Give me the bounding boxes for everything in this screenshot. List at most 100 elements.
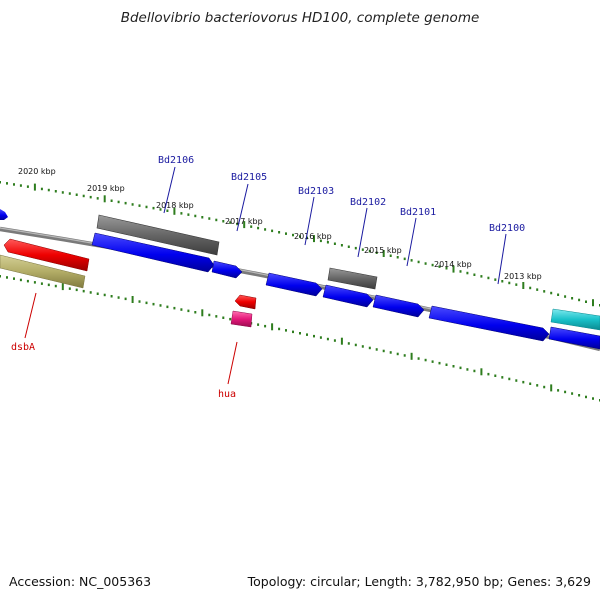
gene-feature-cyan[interactable] xyxy=(550,308,600,331)
minor-tick xyxy=(438,265,441,268)
minor-tick xyxy=(536,288,539,291)
gene-arrow-bd2103[interactable] xyxy=(265,272,323,297)
outer-tick-track xyxy=(0,181,600,307)
gene-arrow-dsbA[interactable] xyxy=(3,238,90,272)
minor-tick xyxy=(180,308,183,311)
minor-tick xyxy=(487,276,490,280)
gene-arrow-bd2106[interactable] xyxy=(91,232,215,273)
minor-tick xyxy=(166,209,169,212)
minor-tick xyxy=(480,275,483,278)
major-tick xyxy=(201,309,204,317)
minor-tick xyxy=(257,323,260,326)
minor-tick xyxy=(96,292,99,295)
minor-tick xyxy=(389,254,392,257)
major-tick xyxy=(410,352,413,360)
minor-tick xyxy=(326,241,329,244)
minor-tick xyxy=(285,232,287,235)
gene-label-bd2102[interactable]: Bd2102 xyxy=(350,197,386,208)
gene-label-dsbA[interactable]: dsbA xyxy=(11,342,35,353)
minor-tick xyxy=(417,357,420,360)
minor-tick xyxy=(54,190,57,193)
minor-tick xyxy=(208,217,211,220)
gene-label-bd2103[interactable]: Bd2103 xyxy=(298,186,334,197)
minor-tick xyxy=(466,368,469,371)
minor-tick xyxy=(431,360,434,363)
gene-arrow-hua[interactable] xyxy=(234,294,257,310)
minor-tick xyxy=(180,212,183,215)
minor-tick xyxy=(347,342,350,345)
minor-tick xyxy=(215,315,218,318)
gene-feature-gray[interactable] xyxy=(327,267,378,290)
minor-tick xyxy=(529,382,532,385)
minor-tick xyxy=(222,316,225,319)
minor-tick xyxy=(306,333,308,336)
minor-tick xyxy=(354,343,357,347)
minor-tick xyxy=(382,349,385,353)
minor-tick xyxy=(306,236,308,240)
kbp-label: 2020 kbp xyxy=(18,167,56,176)
minor-tick xyxy=(424,358,427,362)
minor-tick xyxy=(152,302,155,306)
minor-tick xyxy=(494,374,497,377)
gene-arrow-bd2101[interactable] xyxy=(372,294,425,318)
kbp-label: 2014 kbp xyxy=(434,260,472,269)
gene-label-bd2106[interactable]: Bd2106 xyxy=(158,155,194,166)
inner-tick-track xyxy=(0,275,600,402)
major-tick xyxy=(452,265,455,273)
minor-tick xyxy=(250,225,253,228)
minor-tick xyxy=(375,348,378,351)
minor-tick xyxy=(82,289,85,293)
minor-tick xyxy=(417,260,420,264)
minor-tick xyxy=(236,222,239,226)
major-tick xyxy=(340,337,343,345)
gene-arrow-bd2105[interactable] xyxy=(211,260,243,279)
gene-label-hua[interactable]: hua xyxy=(218,389,236,400)
minor-tick xyxy=(0,181,1,184)
gene-feature-dsbA-olive[interactable] xyxy=(0,254,86,289)
minor-tick xyxy=(117,200,120,204)
gene-arrow-bd2100[interactable] xyxy=(428,305,550,342)
gene-label-bd2105[interactable]: Bd2105 xyxy=(231,172,267,183)
gene-arrow-bd2102[interactable] xyxy=(322,284,374,308)
gene-label-bd2101[interactable]: Bd2101 xyxy=(400,207,436,218)
minor-tick xyxy=(389,351,392,354)
minor-tick xyxy=(585,395,587,399)
gene-feature-gray[interactable] xyxy=(96,214,220,256)
minor-tick xyxy=(19,184,22,187)
kbp-label: 2018 kbp xyxy=(156,201,194,210)
major-tick xyxy=(61,283,64,291)
minor-tick xyxy=(396,256,399,259)
minor-tick xyxy=(543,385,546,389)
minor-tick xyxy=(354,246,357,250)
minor-tick xyxy=(96,197,99,200)
major-tick xyxy=(313,235,315,243)
minor-tick xyxy=(585,300,587,303)
minor-tick xyxy=(257,226,260,230)
minor-tick xyxy=(361,248,364,251)
minor-tick xyxy=(138,204,141,207)
minor-tick xyxy=(6,182,8,185)
minor-tick xyxy=(13,183,15,186)
minor-tick xyxy=(396,352,399,356)
minor-tick xyxy=(571,392,574,395)
minor-tick xyxy=(131,203,134,206)
minor-tick xyxy=(319,336,322,339)
kbp-label: 2015 kbp xyxy=(364,246,402,255)
minor-tick xyxy=(26,185,29,188)
minor-tick xyxy=(278,327,281,331)
gene-arrow-left-edge[interactable] xyxy=(0,209,8,220)
minor-tick xyxy=(145,205,148,209)
kbp-label: 2016 kbp xyxy=(294,232,332,241)
gene-feature-hua-pink[interactable] xyxy=(230,310,253,328)
major-tick xyxy=(382,250,385,257)
minor-tick xyxy=(578,298,581,302)
gene-arrow-right-edge[interactable] xyxy=(548,326,600,350)
minor-tick xyxy=(473,273,476,276)
minor-tick xyxy=(543,290,546,293)
gene-label-bd2100[interactable]: Bd2100 xyxy=(489,223,525,234)
minor-tick xyxy=(194,214,197,218)
minor-tick xyxy=(89,291,92,294)
minor-tick xyxy=(501,280,504,283)
minor-tick xyxy=(103,293,106,297)
minor-tick xyxy=(333,339,336,342)
